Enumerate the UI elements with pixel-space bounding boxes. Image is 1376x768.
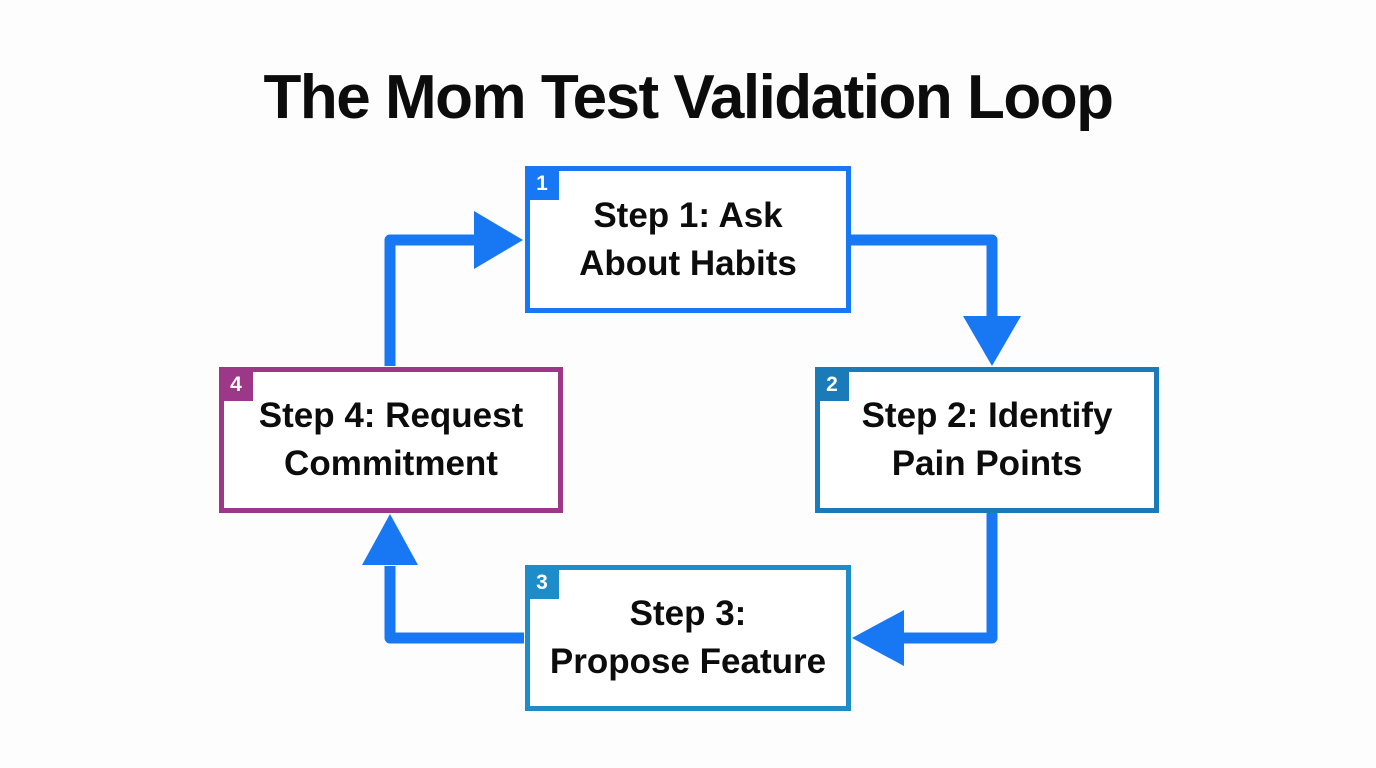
step-badge-1: 1 bbox=[525, 166, 559, 200]
page-title: The Mom Test Validation Loop bbox=[263, 63, 1114, 132]
step-label-line2: Propose Feature bbox=[549, 642, 827, 681]
step-badge-3: 3 bbox=[525, 565, 559, 599]
step-label-line2: Pain Points bbox=[891, 444, 1083, 483]
step-node-1: 1 Step 1: Ask About Habits bbox=[525, 166, 851, 313]
step-label-line2: Commitment bbox=[284, 444, 498, 483]
step-badge-2: 2 bbox=[815, 367, 849, 401]
step-label-line2: About Habits bbox=[579, 243, 797, 283]
step-badge-4: 4 bbox=[219, 367, 253, 401]
step-label-line1: Step 1: Ask bbox=[593, 195, 783, 235]
step-node-2: 2 Step 2: Identify Pain Points bbox=[815, 367, 1159, 513]
step-node-4: 4 Step 4: Request Commitment bbox=[219, 367, 563, 513]
arrow-step4-to-step1 bbox=[384, 211, 523, 366]
step-label-line1: Step 4: Request bbox=[258, 396, 524, 435]
arrow-step3-to-step4 bbox=[362, 514, 524, 644]
arrow-step1-to-step2 bbox=[851, 234, 1021, 366]
arrow-step2-to-step3 bbox=[852, 512, 998, 666]
step-node-3: 3 Step 3: Propose Feature bbox=[525, 565, 851, 711]
step-label-line1: Step 3: bbox=[629, 594, 747, 633]
step-label-line1: Step 2: Identify bbox=[861, 396, 1113, 435]
